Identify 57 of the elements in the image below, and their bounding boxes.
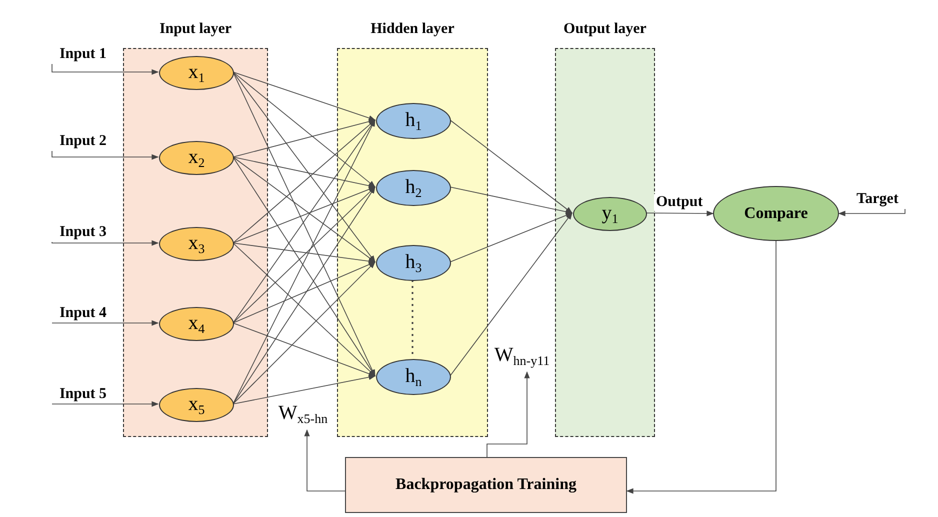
arrow — [232, 242, 376, 264]
arrow — [232, 186, 376, 244]
arrow — [232, 186, 376, 404]
arrow — [232, 242, 376, 376]
edge-label: Output — [654, 194, 705, 211]
input-label: Input 1 — [52, 44, 114, 64]
layer-title: Output layer — [562, 20, 648, 39]
input-neuron: x$_{2}$ — [159, 141, 234, 175]
input-label: Input 4 — [52, 303, 114, 323]
arrow — [232, 120, 376, 244]
layer-title: Hidden layer — [370, 20, 456, 39]
input-label: Input 2 — [52, 131, 114, 151]
arrow — [450, 186, 573, 214]
input-neuron: x$_{4}$ — [159, 307, 234, 341]
arrow — [52, 240, 159, 246]
arrow — [486, 371, 530, 458]
arrow — [232, 262, 376, 324]
arrow — [838, 208, 906, 216]
arrow — [450, 212, 573, 262]
input-label: Input 3 — [52, 222, 114, 242]
compare-node: Compare — [713, 186, 839, 241]
arrow — [304, 429, 346, 492]
arrow — [232, 119, 376, 404]
hidden-neuron: h$_{1}$ — [376, 103, 451, 139]
arrow — [232, 156, 376, 377]
arrow — [232, 72, 376, 121]
arrow — [232, 119, 376, 324]
input-neuron: x$_{5}$ — [159, 388, 234, 422]
target-label: Target — [850, 189, 905, 209]
input-neuron: x$_{3}$ — [159, 227, 234, 261]
arrow — [52, 401, 159, 407]
arrow — [232, 186, 376, 324]
output-neuron: y$_{1}$ — [573, 197, 647, 231]
arrow — [52, 320, 159, 326]
input-label: Input 5 — [52, 384, 114, 404]
arrow — [232, 118, 376, 158]
arrow — [232, 156, 376, 262]
weight-label: W$_{x5-hn}$ — [270, 398, 336, 430]
layer-title: Input layer — [158, 20, 233, 39]
input-neuron: x$_{1}$ — [159, 56, 234, 90]
process-box: Backpropagation Training — [345, 457, 627, 513]
hidden-neuron: h$_{2}$ — [376, 170, 451, 206]
arrow — [450, 120, 573, 214]
arrow — [232, 72, 376, 263]
arrow — [232, 262, 376, 404]
arrow — [232, 156, 376, 188]
arrow — [52, 64, 159, 75]
hidden-neuron: h$_{3}$ — [376, 245, 451, 281]
hidden-neuron: h$_{n}$ — [376, 359, 451, 395]
arrow — [626, 240, 776, 494]
arrow — [232, 374, 376, 404]
arrow — [232, 322, 376, 376]
arrow — [232, 72, 376, 188]
arrow — [450, 212, 572, 376]
arrow — [646, 210, 714, 216]
weight-label: W$_{hn-y11}$ — [487, 340, 557, 372]
arrow — [52, 150, 159, 160]
